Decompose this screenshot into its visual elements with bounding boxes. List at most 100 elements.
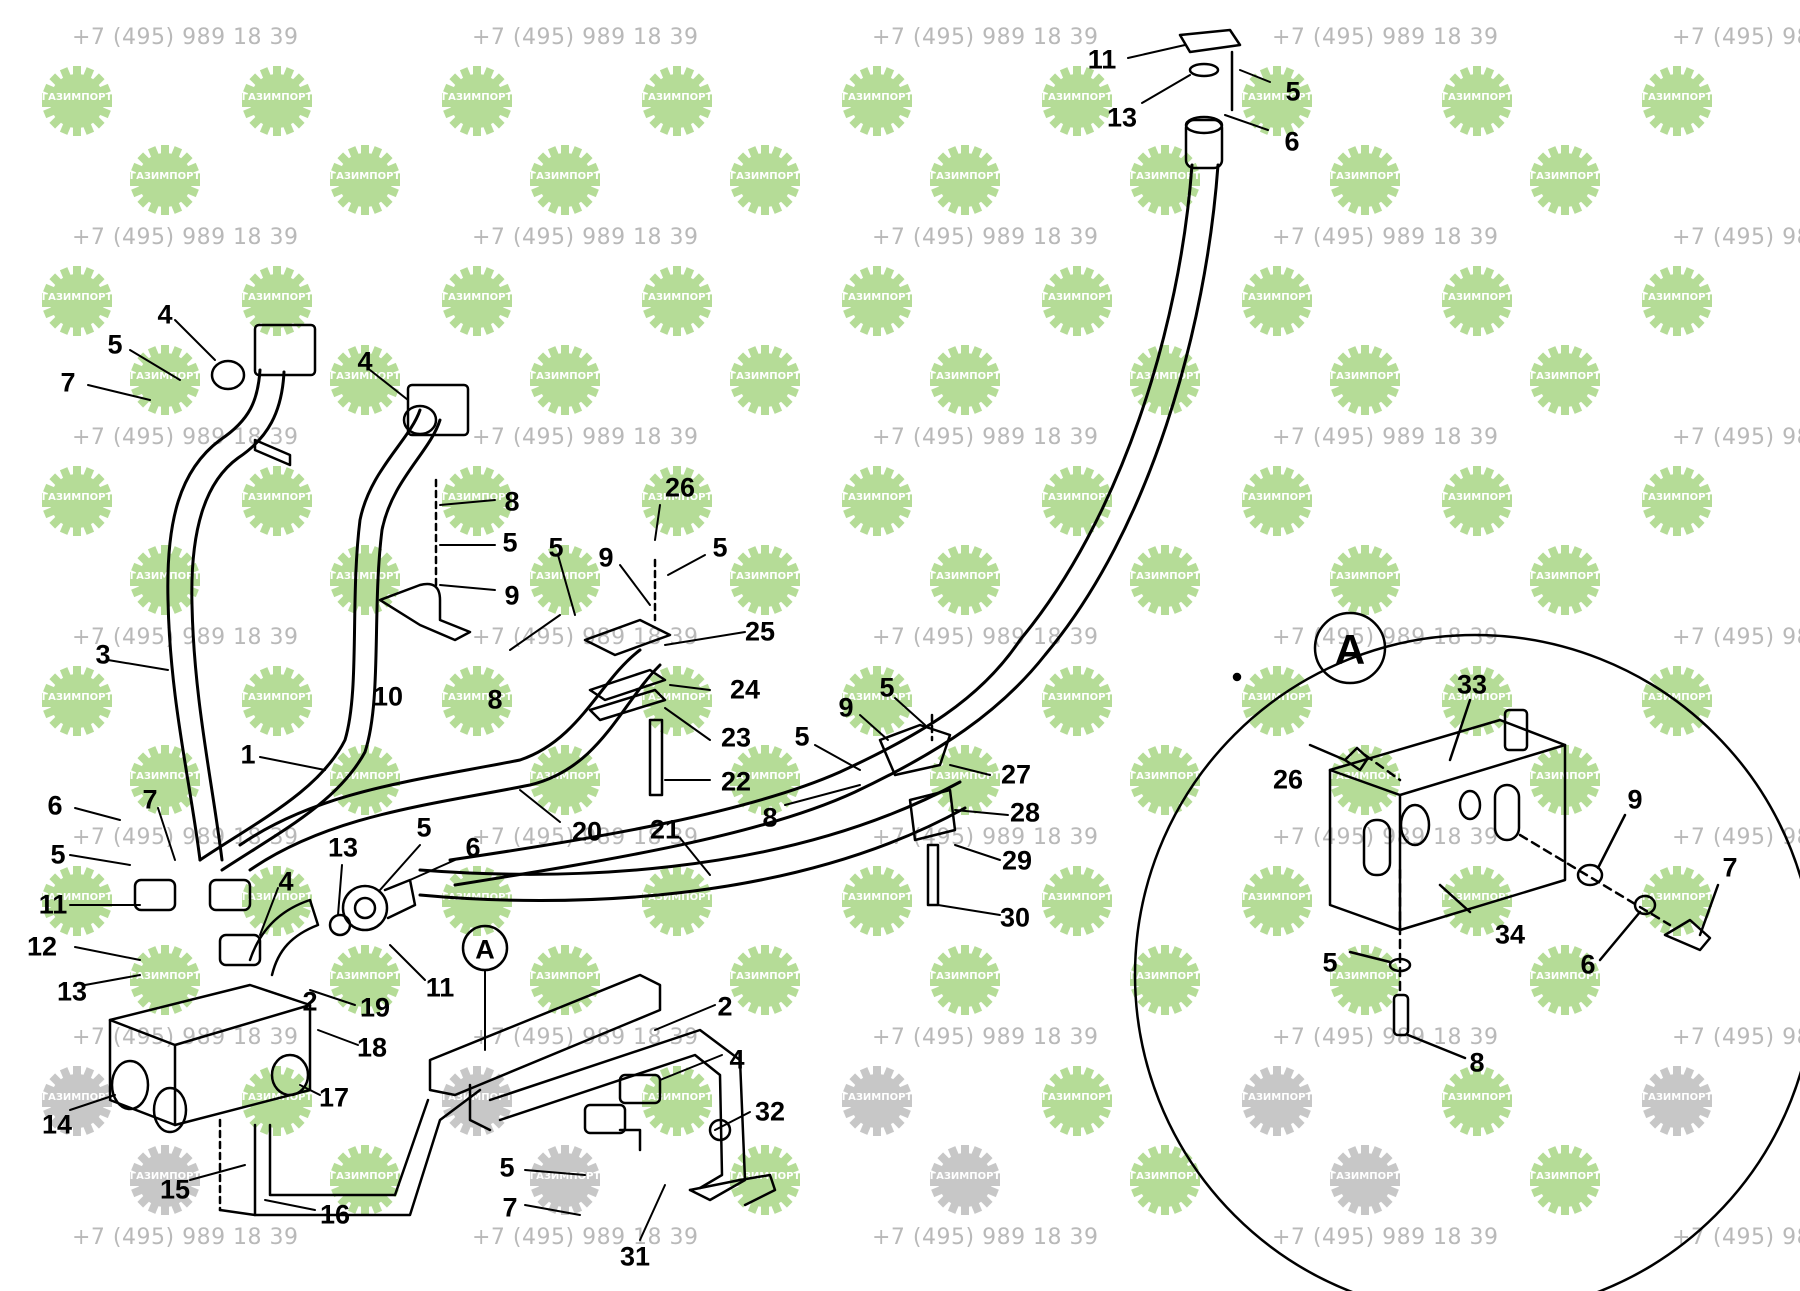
watermark-logo-text: ГАЗИМПОРТ xyxy=(1441,492,1513,503)
watermark-gear-logo: ГАЗИМПОРТ xyxy=(1328,1143,1402,1217)
callout-4: 4 xyxy=(357,346,373,377)
watermark-gear-logo: ГАЗИМПОРТ xyxy=(440,864,514,938)
watermark-gear-logo: ГАЗИМПОРТ xyxy=(840,64,914,138)
callout-11: 11 xyxy=(1087,44,1117,75)
watermark-phone: +7 (495) 989 18 39 xyxy=(72,25,299,50)
watermark-gear-logo: ГАЗИМПОРТ xyxy=(240,264,314,338)
watermark-logo-text: ГАЗИМПОРТ xyxy=(441,692,513,703)
callout-2: 2 xyxy=(302,986,318,1017)
watermark-logo-text: ГАЗИМПОРТ xyxy=(241,692,313,703)
watermark-logo-text: ГАЗИМПОРТ xyxy=(329,771,401,782)
gear-icon xyxy=(242,66,312,136)
gear-icon xyxy=(330,145,400,215)
callout-15: 15 xyxy=(159,1174,191,1205)
watermark-gear-logo: ГАЗИМПОРТ xyxy=(1328,143,1402,217)
watermark-logo-text: ГАЗИМПОРТ xyxy=(929,371,1001,382)
watermark-gear-logo: ГАЗИМПОРТ xyxy=(840,664,914,738)
gear-icon xyxy=(842,666,912,736)
watermark-logo-text: ГАЗИМПОРТ xyxy=(1041,292,1113,303)
watermark-logo-text: ГАЗИМПОРТ xyxy=(1241,292,1313,303)
watermark-gear-logo: ГАЗИМПОРТ xyxy=(1240,464,1314,538)
callout-8: 8 xyxy=(487,684,503,715)
gear-icon xyxy=(530,945,600,1015)
gear-icon xyxy=(1530,945,1600,1015)
callout-4: 4 xyxy=(729,1044,745,1075)
watermark-gear-logo: ГАЗИМПОРТ xyxy=(1640,464,1714,538)
watermark-gear-logo: ГАЗИМПОРТ xyxy=(528,743,602,817)
watermark-logo-text: ГАЗИМПОРТ xyxy=(1329,1171,1401,1182)
gear-icon xyxy=(1042,1066,1112,1136)
watermark-gear-logo: ГАЗИМПОРТ xyxy=(1040,1064,1114,1138)
watermark-gear-logo: ГАЗИМПОРТ xyxy=(40,1064,114,1138)
watermark-logo-text: ГАЗИМПОРТ xyxy=(41,692,113,703)
gear-icon xyxy=(1242,266,1312,336)
gear-icon xyxy=(1330,545,1400,615)
watermark-gear-logo: ГАЗИМПОРТ xyxy=(728,543,802,617)
watermark-logo-text: ГАЗИМПОРТ xyxy=(641,692,713,703)
watermark-gear-logo: ГАЗИМПОРТ xyxy=(1440,264,1514,338)
watermark-phone: +7 (495) 989 18 39 xyxy=(1272,825,1499,850)
watermark-logo-text: ГАЗИМПОРТ xyxy=(929,771,1001,782)
callout-25: 25 xyxy=(744,616,776,647)
watermark-logo-text: ГАЗИМПОРТ xyxy=(129,171,201,182)
callout-9: 9 xyxy=(1627,784,1643,815)
watermark-logo-text: ГАЗИМПОРТ xyxy=(841,892,913,903)
watermark-gear-logo: ГАЗИМПОРТ xyxy=(328,943,402,1017)
gear-icon xyxy=(1642,866,1712,936)
watermark-logo-text: ГАЗИМПОРТ xyxy=(729,171,801,182)
watermark-phone: +7 (495) 989 18 39 xyxy=(1272,25,1499,50)
watermark-gear-logo: ГАЗИМПОРТ xyxy=(440,264,514,338)
watermark-logo-text: ГАЗИМПОРТ xyxy=(41,492,113,503)
callout-10: 10 xyxy=(372,681,404,712)
watermark-phone: +7 (495) 989 18 39 xyxy=(472,25,699,50)
gear-icon xyxy=(1242,866,1312,936)
watermark-gear-logo: ГАЗИМПОРТ xyxy=(128,543,202,617)
watermark-gear-logo: ГАЗИМПОРТ xyxy=(328,1143,402,1217)
watermark-logo-text: ГАЗИМПОРТ xyxy=(1129,771,1201,782)
gear-icon xyxy=(442,866,512,936)
gear-icon xyxy=(1242,666,1312,736)
gear-icon xyxy=(1042,666,1112,736)
watermark-gear-logo: ГАЗИМПОРТ xyxy=(1040,464,1114,538)
callout-12: 12 xyxy=(26,931,58,962)
watermark-gear-logo: ГАЗИМПОРТ xyxy=(728,943,802,1017)
watermark-phone: +7 (495) 989 18 39 xyxy=(1672,25,1800,50)
gear-icon xyxy=(130,145,200,215)
watermark-logo-text: ГАЗИМПОРТ xyxy=(1129,171,1201,182)
watermark-logo-text: ГАЗИМПОРТ xyxy=(841,492,913,503)
watermark-logo-text: ГАЗИМПОРТ xyxy=(1441,1092,1513,1103)
gear-icon xyxy=(642,1066,712,1136)
watermark-logo-text: ГАЗИМПОРТ xyxy=(729,371,801,382)
watermark-logo-text: ГАЗИМПОРТ xyxy=(1641,1092,1713,1103)
watermark-gear-logo: ГАЗИМПОРТ xyxy=(928,343,1002,417)
hose-1 xyxy=(198,408,442,872)
watermark-gear-logo: ГАЗИМПОРТ xyxy=(1240,1064,1314,1138)
watermark-gear-logo: ГАЗИМПОРТ xyxy=(1440,464,1514,538)
watermark-logo-text: ГАЗИМПОРТ xyxy=(529,1171,601,1182)
watermark-gear-logo: ГАЗИМПОРТ xyxy=(1128,743,1202,817)
watermark-logo-text: ГАЗИМПОРТ xyxy=(241,492,313,503)
gear-icon xyxy=(1530,145,1600,215)
gear-icon xyxy=(642,266,712,336)
watermark-logo-text: ГАЗИМПОРТ xyxy=(1129,571,1201,582)
watermark-logo-text: ГАЗИМПОРТ xyxy=(1641,92,1713,103)
gear-icon xyxy=(530,345,600,415)
gear-icon xyxy=(1530,545,1600,615)
gear-icon xyxy=(330,345,400,415)
watermark-logo-text: ГАЗИМПОРТ xyxy=(529,371,601,382)
watermark-gear-logo: ГАЗИМПОРТ xyxy=(1128,1143,1202,1217)
watermark-gear-logo: ГАЗИМПОРТ xyxy=(1328,943,1402,1017)
watermark-logo-text: ГАЗИМПОРТ xyxy=(441,292,513,303)
watermark-gear-logo: ГАЗИМПОРТ xyxy=(328,143,402,217)
watermark-gear-logo: ГАЗИМПОРТ xyxy=(440,664,514,738)
gear-icon xyxy=(1642,66,1712,136)
watermark-gear-logo: ГАЗИМПОРТ xyxy=(1528,543,1602,617)
watermark-gear-logo: ГАЗИМПОРТ xyxy=(640,464,714,538)
bracket-a-assembly xyxy=(428,973,777,1207)
watermark-phone: +7 (495) 989 18 39 xyxy=(72,1225,299,1250)
callout-6: 6 xyxy=(465,832,481,863)
gear-icon xyxy=(1042,66,1112,136)
watermark-gear-logo: ГАЗИМПОРТ xyxy=(240,64,314,138)
